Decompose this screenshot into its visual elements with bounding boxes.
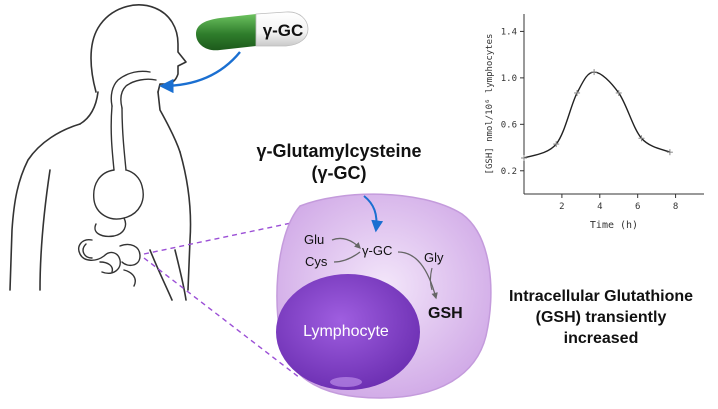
capsule-pill: γ-GC <box>196 11 309 51</box>
compound-title-line2: (γ-GC) <box>311 163 367 183</box>
compound-title: γ-Glutamylcysteine (γ-GC) <box>226 140 452 184</box>
zoom-lines <box>143 221 301 379</box>
compound-title-line1: γ-Glutamylcysteine <box>256 141 422 161</box>
reaction-arrow-to-gsh <box>397 251 438 300</box>
ingestion-arrow <box>159 51 241 94</box>
y-tick-label: 1.0 <box>501 74 517 84</box>
capsule-label: γ-GC <box>263 21 304 40</box>
gsh-series-line <box>523 71 671 159</box>
y-tick-label: 0.2 <box>501 167 517 177</box>
y-axis-label: [GSH] nmol/10⁶ lymphocytes <box>485 34 495 175</box>
reactant-glu: Glu <box>304 232 324 247</box>
reaction-arrow-glu <box>331 237 361 249</box>
x-tick-label: 6 <box>635 202 640 212</box>
conclusion-line3: increased <box>563 330 639 347</box>
intermediate-ggc: γ-GC <box>362 243 392 258</box>
nucleus-label: Lymphocyte <box>303 323 389 340</box>
x-axis-label: Time (h) <box>590 220 638 231</box>
digestive-tract <box>78 70 157 287</box>
conclusion-line1: Intracellular Glutathione <box>508 288 694 305</box>
reactant-cys: Cys <box>305 254 328 269</box>
cell-diagram: Lymphocyte Glu Cys γ-GC Gly GSH <box>276 193 492 399</box>
x-tick-label: 8 <box>673 202 678 212</box>
human-body-outline <box>9 4 192 301</box>
conclusion-text: Intracellular Glutathione (GSH) transien… <box>488 286 714 349</box>
y-tick-label: 0.6 <box>501 120 517 130</box>
reaction-arrow-cys <box>333 251 361 263</box>
nucleus-highlight <box>330 377 362 387</box>
x-tick-label: 4 <box>597 202 602 212</box>
lymphocyte-nucleus <box>276 274 420 390</box>
x-tick-label: 2 <box>559 202 564 212</box>
conclusion-line2: (GSH) transiently <box>535 309 667 326</box>
y-tick-label: 1.4 <box>501 27 517 37</box>
uptake-arrow <box>363 195 384 233</box>
reactant-gly: Gly <box>424 250 444 265</box>
reaction-arrow-gly <box>429 267 433 291</box>
product-gsh: GSH <box>428 305 463 322</box>
